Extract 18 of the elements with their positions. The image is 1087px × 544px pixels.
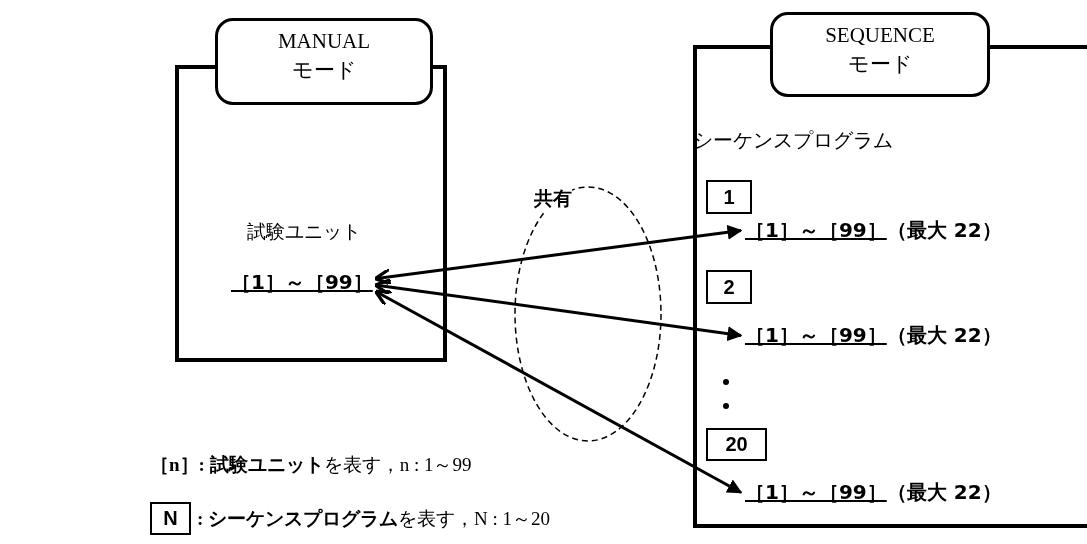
- mode-frame: [693, 45, 1087, 528]
- unit-range-text: ［1］～［99］（最大 22）: [745, 322, 1002, 349]
- key-text: : シーケンスプログラムを表す，N : 1～20: [197, 507, 551, 531]
- key-number-box: N: [150, 502, 191, 535]
- frame-heading-text: 試験ユニット: [247, 220, 361, 244]
- double-arrow: [373, 277, 743, 342]
- mode-tab: MANUAL モード: [215, 18, 433, 105]
- program-number-box: 20: [706, 428, 767, 461]
- double-arrow: [373, 289, 743, 494]
- unit-range-text: ［1］～［99］: [231, 269, 373, 296]
- ellipse-label: 共有: [534, 186, 572, 212]
- program-number-box: 1: [706, 180, 752, 214]
- key-text: ［n］: 試験ユニットを表す，n : 1～99: [150, 453, 472, 477]
- unit-range-text: ［1］～［99］（最大 22）: [745, 217, 1002, 244]
- double-arrow: [373, 224, 743, 286]
- unit-range-text: ［1］～［99］（最大 22）: [745, 479, 1002, 506]
- program-number-box: 2: [706, 270, 752, 304]
- mode-tab: SEQUENCE モード: [770, 12, 990, 97]
